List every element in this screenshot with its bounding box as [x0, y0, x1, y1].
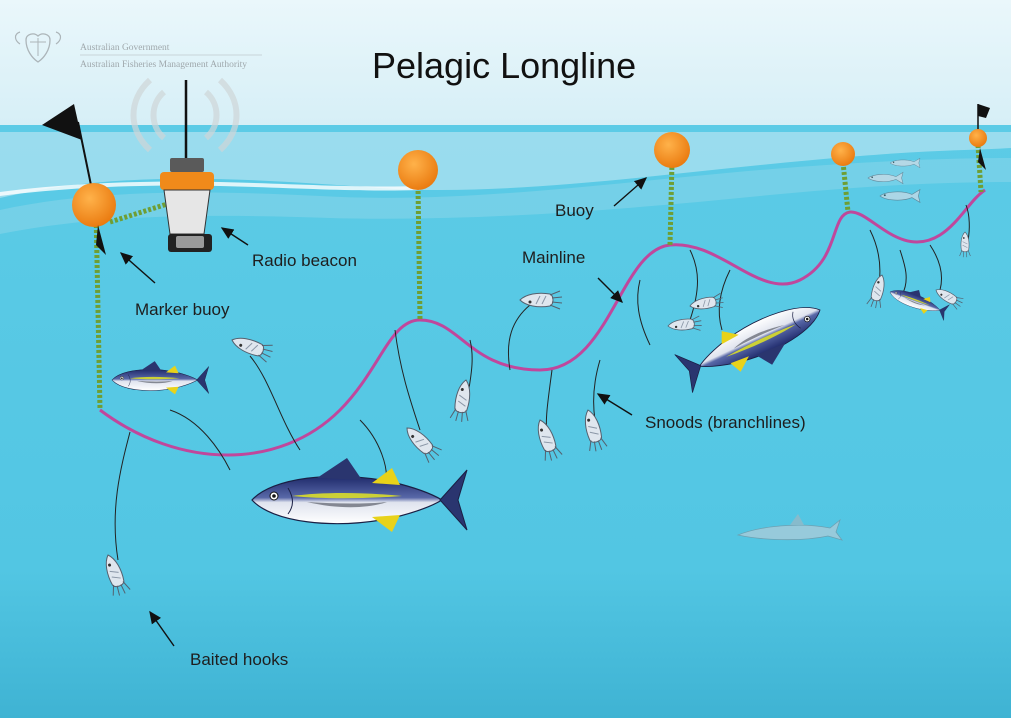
buoy-1 [398, 150, 438, 190]
page-title: Pelagic Longline [372, 45, 636, 86]
buoy-3 [831, 142, 855, 166]
buoy-2 [654, 132, 690, 168]
label-snoods: Snoods (branchlines) [645, 413, 806, 432]
label-buoy: Buoy [555, 201, 594, 220]
label-marker-buoy: Marker buoy [135, 300, 230, 319]
logo-line-2: Australian Fisheries Management Authorit… [80, 60, 247, 70]
label-mainline: Mainline [522, 248, 585, 267]
label-radio-beacon: Radio beacon [252, 251, 357, 270]
logo-line-1: Australian Government [80, 43, 170, 53]
label-baited-hooks: Baited hooks [190, 650, 288, 669]
